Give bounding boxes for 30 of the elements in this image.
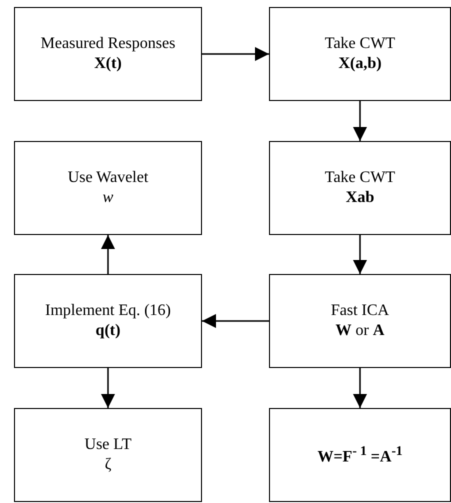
- arrow: [101, 235, 115, 274]
- process-box: [269, 7, 451, 101]
- process-box: [269, 274, 451, 368]
- process-box: [269, 408, 451, 502]
- process-box: [14, 141, 202, 235]
- box-text: W or A: [336, 321, 384, 341]
- box-text: ζ: [104, 455, 112, 475]
- box-text: Use Wavelet: [68, 168, 148, 188]
- box-text: W=F$^{- 1}$ =A$^{-1}$: [317, 442, 403, 468]
- arrow: [353, 368, 367, 408]
- box-text: Fast ICA: [330, 301, 390, 321]
- arrow: [202, 314, 269, 328]
- arrow: [101, 368, 115, 408]
- process-box: [14, 7, 202, 101]
- box-text: q(t): [96, 321, 120, 341]
- arrow: [353, 101, 367, 141]
- box-text: w: [102, 188, 114, 208]
- box-text: Measured Responses: [40, 34, 176, 54]
- box-text: X(t): [94, 54, 122, 74]
- box-text: Implement Eq. (16): [45, 301, 171, 321]
- process-box: [269, 141, 451, 235]
- box-text: Take CWT: [324, 34, 396, 54]
- process-box: [14, 274, 202, 368]
- process-box: [14, 408, 202, 502]
- box-text: Xab: [346, 188, 374, 208]
- box-text: X(a,b): [338, 54, 382, 74]
- arrow: [202, 47, 269, 61]
- box-text: Use LT: [84, 435, 132, 455]
- box-text: Take CWT: [324, 168, 396, 188]
- arrow: [353, 235, 367, 274]
